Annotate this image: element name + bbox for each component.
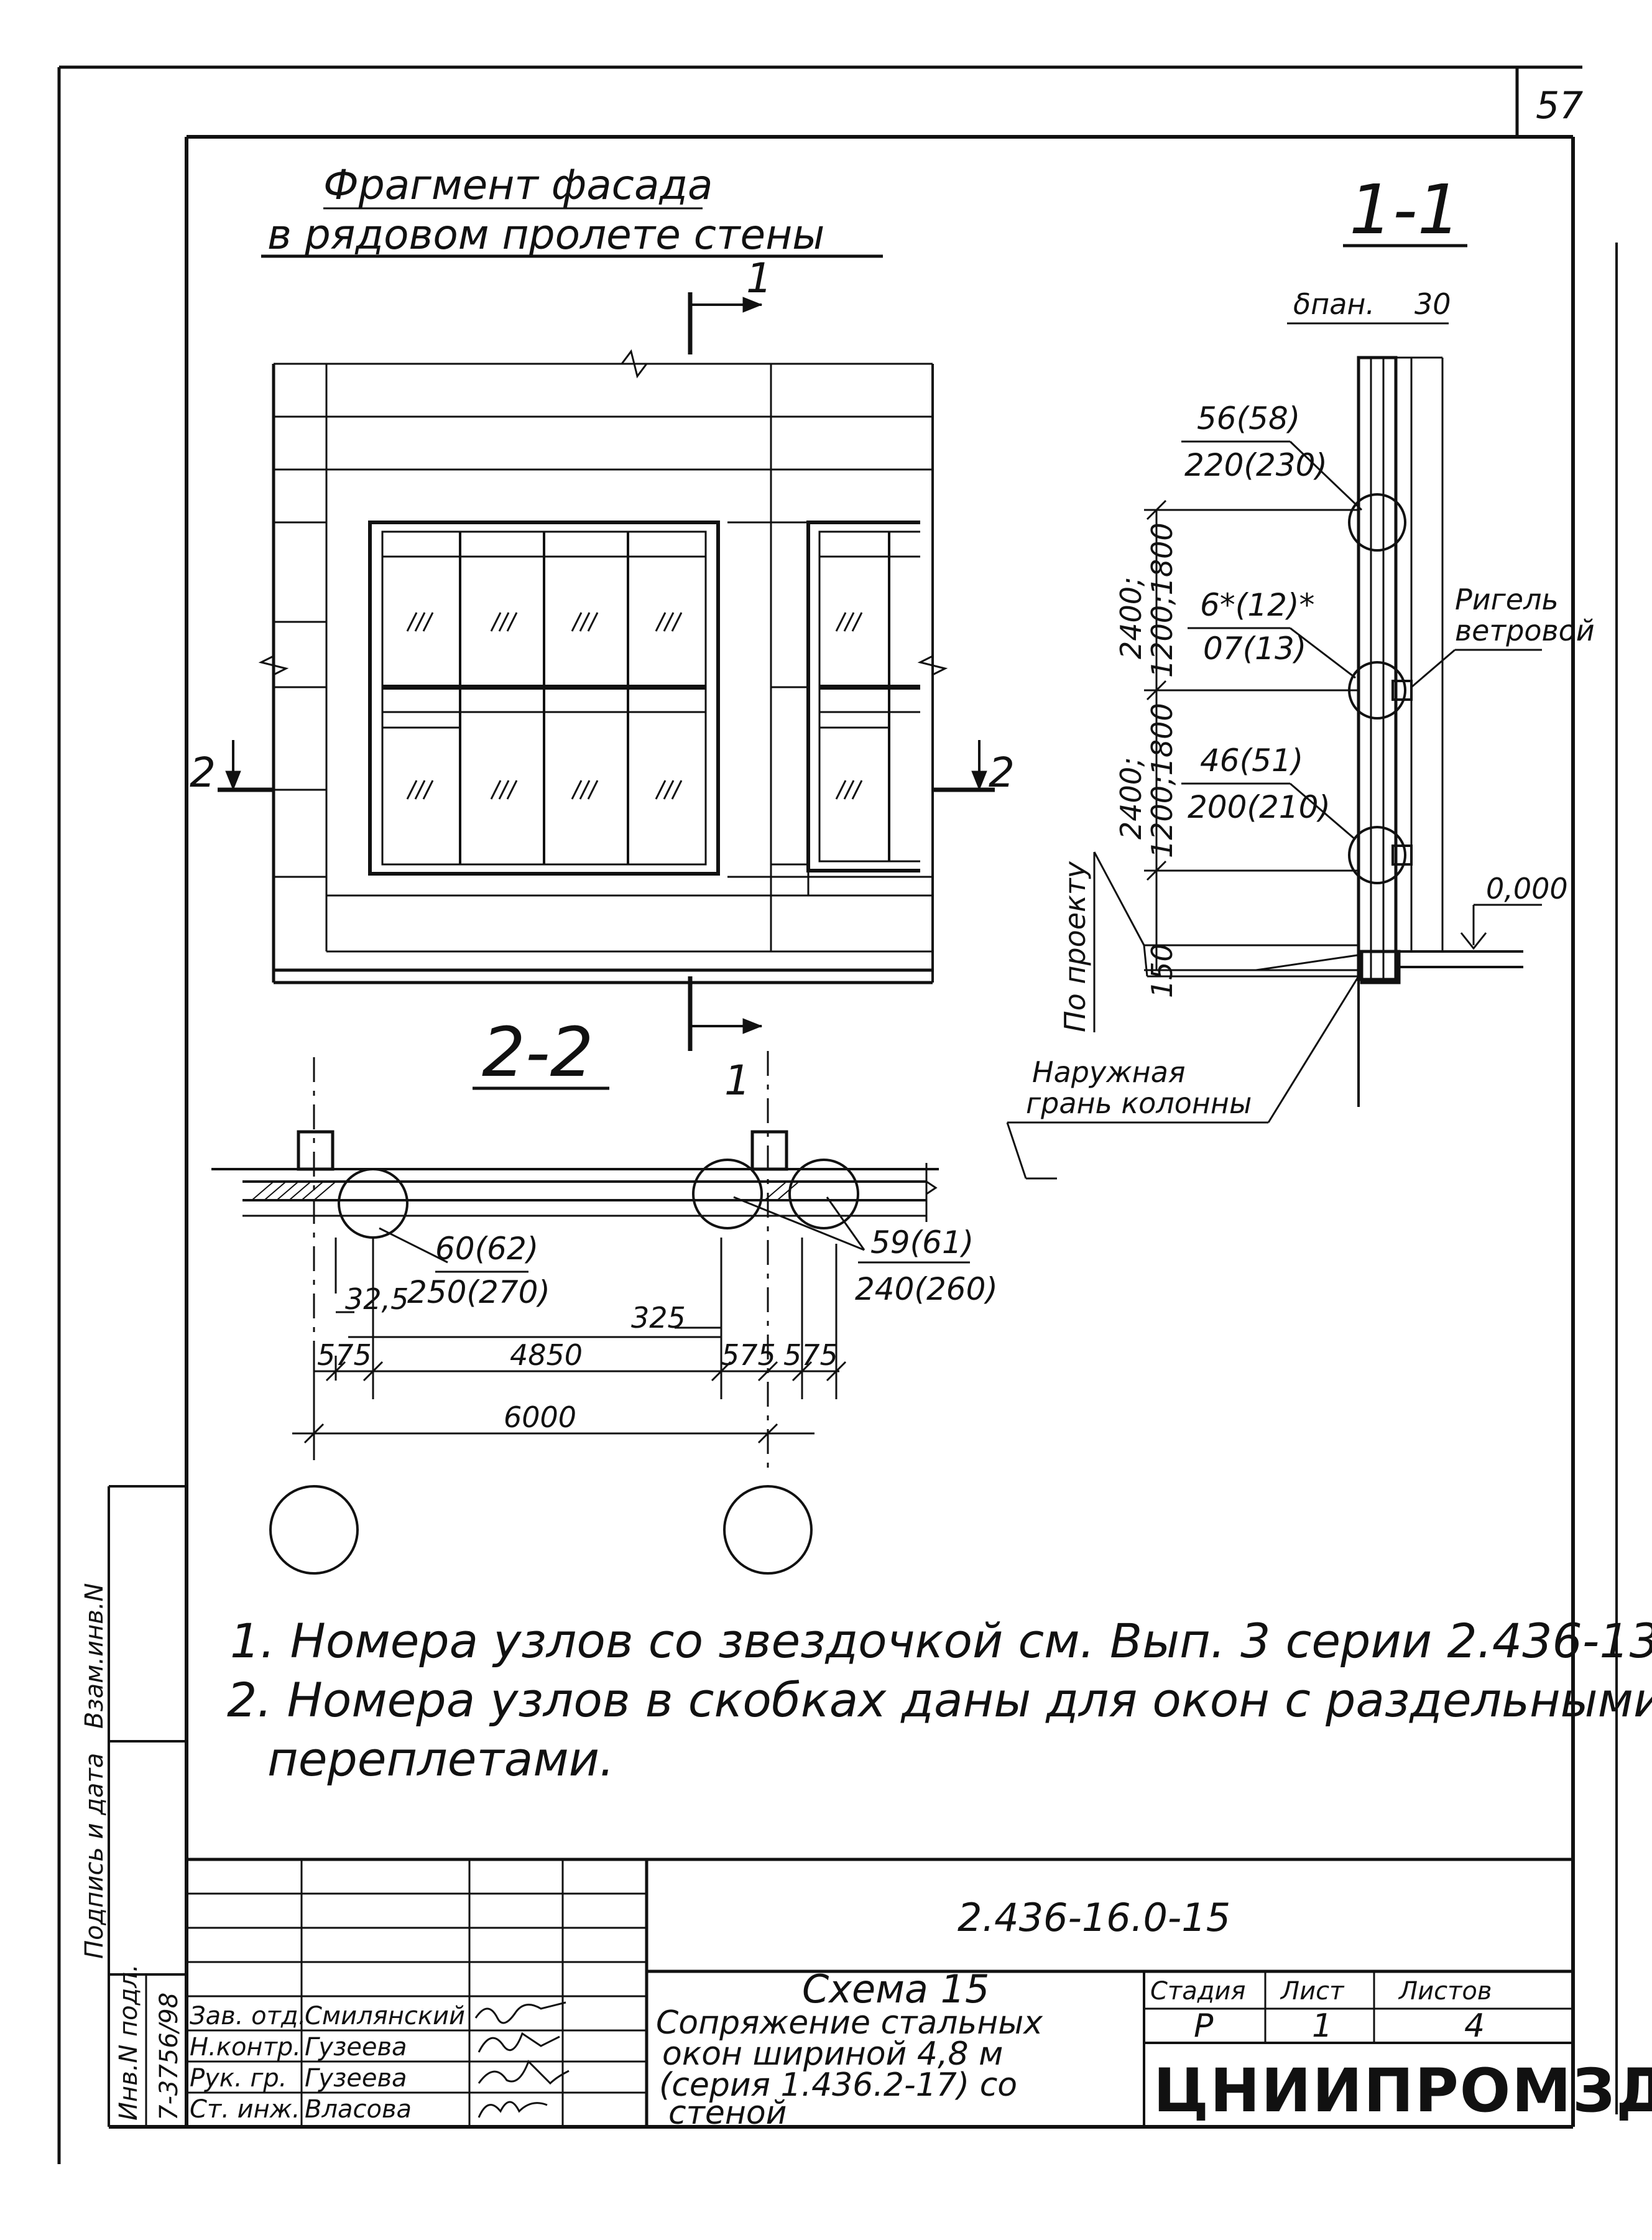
section-mark-2-right xyxy=(933,740,995,792)
stamp-replace-inv: Взам.инв.N xyxy=(80,1583,109,1729)
dim-575-a: 575 xyxy=(317,1338,372,1372)
section-mark-1-top-label: 1 xyxy=(746,254,772,302)
section-mark-2-left xyxy=(218,740,274,792)
sheet-value: 1 xyxy=(1312,2007,1332,2045)
window-left xyxy=(368,521,720,876)
dim-v1: 2400; xyxy=(1114,576,1148,659)
sheet-frame xyxy=(57,65,1618,2164)
scheme-title: Схема 15 xyxy=(802,1966,990,2012)
stamp-sign-date: Подпись и дата xyxy=(80,1753,109,1959)
wall-section xyxy=(1287,322,1523,1107)
stage-value: Р xyxy=(1194,2007,1214,2045)
role-2: Н.контр. xyxy=(190,2033,301,2062)
section-2-2-title: 2-2 xyxy=(482,1012,594,1092)
stamp-inv-orig: Инв.N подл. xyxy=(114,1964,143,2121)
stamp-inv-orig-value: 7-3756/98 xyxy=(155,1992,183,2121)
section-mark-1-bottom-label: 1 xyxy=(724,1057,750,1104)
stage-label: Стадия xyxy=(1150,1977,1245,2006)
node-top-label: 56(58) xyxy=(1197,400,1300,437)
node-59-label: 59(61) xyxy=(870,1224,974,1261)
dim-575-b: 575 xyxy=(721,1338,776,1372)
horizontal-dimensions xyxy=(292,1238,847,1449)
node-mid-label: 6*(12)* xyxy=(1200,587,1314,623)
organization-name: ЦНИИПРОМЗДАНИЙ xyxy=(1153,2055,1652,2126)
facade-title-line2: в рядовом пролете стены xyxy=(267,211,824,259)
signature-4 xyxy=(478,2101,548,2118)
section-mark-1-bottom xyxy=(688,976,763,1051)
sheet-number: 57 xyxy=(1536,84,1583,127)
node-top-sub: 220(230) xyxy=(1184,447,1327,483)
dim-panel-thickness: δпан. xyxy=(1293,287,1375,321)
section-mark-1-top xyxy=(688,292,763,354)
note-1: 1. Номера узлов со звездочкой см. Вып. 3… xyxy=(230,1613,1652,1668)
dim-325-left: 32,5 xyxy=(345,1282,408,1316)
node-59-sub: 240(260) xyxy=(855,1271,998,1307)
break-marks xyxy=(258,349,948,676)
by-project-leader xyxy=(1093,851,1362,1032)
facade-title-line1: Фрагмент фасада xyxy=(323,161,713,209)
dim-v2: 2400; xyxy=(1114,757,1148,840)
window-right xyxy=(806,521,920,872)
dim-4850: 4850 xyxy=(510,1338,583,1372)
scheme-desc-4: стеной xyxy=(668,2094,787,2132)
name-3: Гузеева xyxy=(305,2064,407,2093)
node-bot-sub: 200(210) xyxy=(1188,789,1331,825)
role-1: Зав. отд. xyxy=(190,2002,306,2030)
crossbar-label-2: ветровой xyxy=(1455,614,1595,647)
glazing-marks-right xyxy=(835,612,863,800)
node-60-sub: 250(270) xyxy=(407,1274,550,1310)
note-2: 2. Номера узлов в скобках даны для окон … xyxy=(227,1672,1652,1728)
glazing-marks-left xyxy=(406,612,683,800)
dim-gap-30: 30 xyxy=(1414,287,1451,321)
name-4: Власова xyxy=(305,2095,412,2124)
column-edge-leader xyxy=(1006,976,1360,1180)
vertical-dimensions xyxy=(1144,499,1359,971)
dim-v1b: 1200;1800 xyxy=(1145,522,1179,678)
node-mid-sub: 07(13) xyxy=(1203,631,1306,667)
signature-2 xyxy=(478,2032,560,2053)
node-60-label: 60(62) xyxy=(435,1231,538,1267)
wall-panels xyxy=(272,363,934,984)
column-edge-label-2: грань колонны xyxy=(1026,1086,1252,1120)
title-block xyxy=(187,1858,1573,2127)
level-mark: 0,000 xyxy=(1486,872,1568,905)
section-1-1-title: 1-1 xyxy=(1349,170,1461,249)
by-project-label: По проекту xyxy=(1058,861,1092,1032)
dim-v2b: 1200;1800 xyxy=(1145,703,1179,858)
sheets-value: 4 xyxy=(1464,2007,1485,2045)
name-2: Гузеева xyxy=(305,2033,407,2062)
wall-plan xyxy=(211,1130,939,1239)
crossbar-label-1: Ригель xyxy=(1455,583,1559,616)
section-mark-2-right-label: 2 xyxy=(989,749,1015,797)
dim-575-c: 575 xyxy=(783,1338,838,1372)
dim-6000: 6000 xyxy=(504,1400,576,1434)
signature-3 xyxy=(478,2060,570,2085)
role-4: Ст. инж. xyxy=(190,2095,300,2124)
scheme-desc-2: окон шириной 4,8 м xyxy=(662,2035,1003,2073)
dim-325-right: 325 xyxy=(631,1301,686,1335)
scheme-desc-1: Сопряжение стальных xyxy=(656,2004,1043,2042)
dim-v3: 150 xyxy=(1145,943,1179,998)
sheet-label: Лист xyxy=(1280,1977,1345,2006)
role-3: Рук. гр. xyxy=(190,2064,287,2093)
node-leaders-2-2 xyxy=(379,1196,970,1273)
column-edge-label-1: Наружная xyxy=(1032,1055,1186,1089)
signature-1 xyxy=(474,2001,566,2024)
signatures xyxy=(474,2001,570,2118)
scheme-desc-3: (серия 1.436.2-17) со xyxy=(659,2066,1017,2104)
facade-fragment: Фрагмент фасада в рядовом пролете стены … xyxy=(190,161,1015,1104)
section-2-2: 2-2 xyxy=(211,1012,998,1575)
section-1-1: 1-1 δпан. 30 56(58) 220(230) 6*(12)* xyxy=(1006,170,1595,1180)
sheets-label: Листов xyxy=(1398,1977,1492,2006)
section-mark-2-left-label: 2 xyxy=(190,749,216,797)
node-bot-label: 46(51) xyxy=(1200,743,1303,779)
name-1: Смилянский xyxy=(305,2002,465,2030)
side-stamp xyxy=(108,1485,187,2127)
notes: 1. Номера узлов со звездочкой см. Вып. 3… xyxy=(227,1613,1652,1787)
note-3: переплетами. xyxy=(267,1731,614,1787)
doc-code: 2.436-16.0-15 xyxy=(958,1895,1230,1940)
